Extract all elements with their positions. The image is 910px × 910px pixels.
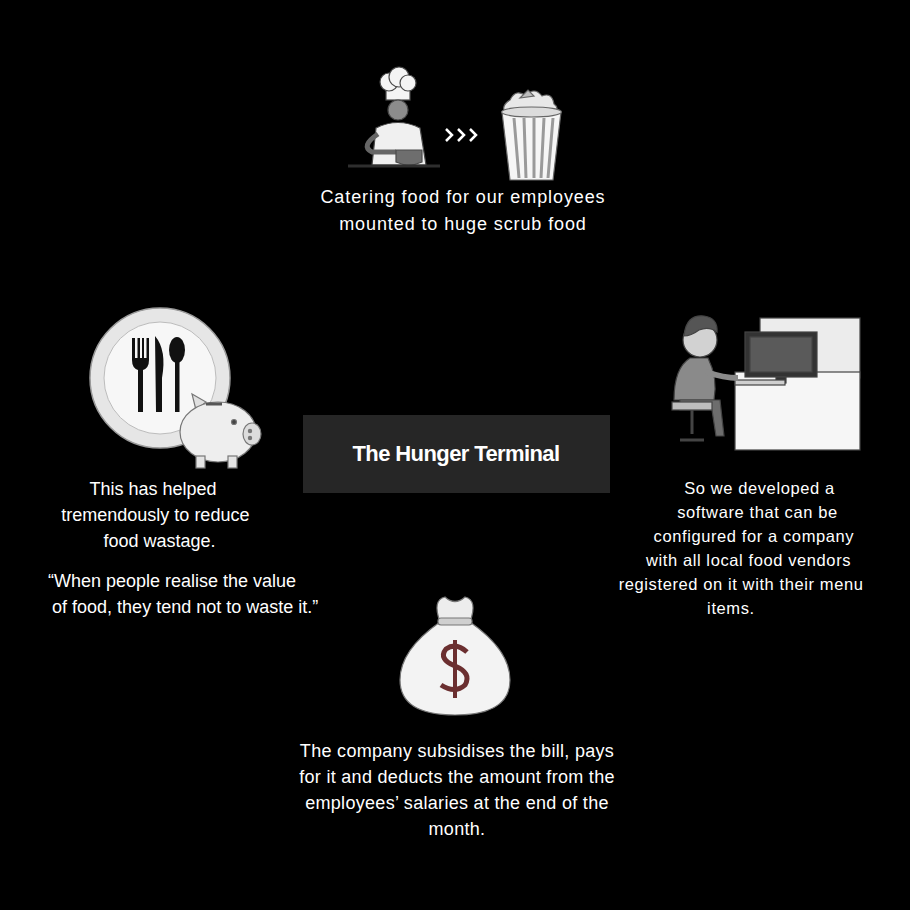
trash-bin-part — [514, 118, 553, 178]
chef-figure — [348, 67, 440, 166]
text-group: So we developed a software that can be c… — [560, 476, 865, 676]
piggy-bank — [180, 394, 261, 468]
trash-bin-part — [502, 112, 561, 180]
computer-user-part — [760, 318, 860, 378]
trash-bin-part — [504, 91, 557, 114]
step-text: This has helped tremendously to reduce f… — [45, 476, 340, 554]
plate-cutlery — [90, 308, 230, 448]
chef-figure-part — [348, 165, 440, 168]
piggy-bank-part — [243, 423, 261, 445]
computer-user-part — [683, 323, 717, 357]
chef-figure-part — [400, 75, 416, 91]
trash-bin — [502, 90, 562, 180]
piggy-bank-part — [228, 456, 237, 468]
computer-user-part — [672, 402, 712, 410]
computer-user-part — [680, 400, 724, 436]
plate-cutlery-part — [175, 360, 180, 412]
plate-cutlery-part — [90, 308, 230, 448]
chef-figure-part — [380, 73, 398, 91]
computer-user-part — [750, 337, 812, 372]
trash-bin-part — [502, 107, 562, 117]
money-bag-part — [437, 597, 473, 622]
plate-cutlery-part — [169, 337, 185, 363]
money-bag-part — [453, 640, 457, 698]
piggy-bank-part — [206, 403, 222, 406]
piggy-bank-part — [192, 394, 206, 410]
computer-user-part — [745, 332, 817, 377]
computer-user-part — [776, 377, 786, 383]
trash-bin-part — [520, 90, 534, 98]
title-box: The Hunger Terminal — [303, 415, 610, 493]
chevron-arrows — [446, 129, 476, 141]
chef-figure-part — [388, 100, 408, 120]
computer-user-part — [684, 316, 717, 336]
plate-cutlery-part — [132, 338, 149, 412]
money-bag — [400, 597, 510, 715]
chef-figure-part — [367, 134, 396, 152]
computer-user-part — [674, 358, 715, 400]
plate-cutlery-part — [104, 322, 216, 434]
money-bag-part — [438, 618, 472, 625]
computer-user-part — [735, 372, 860, 450]
chef-figure-part — [372, 123, 426, 166]
computer-user-part — [735, 380, 785, 385]
plate-cutlery-part — [155, 336, 163, 412]
chevron-arrows-part — [446, 129, 452, 141]
step-text: Catering food for our employees mounted … — [283, 184, 643, 238]
text-group: The company subsidises the bill, pays fo… — [292, 738, 622, 842]
title-text: The Hunger Terminal — [353, 441, 560, 467]
step-text: The company subsidises the bill, pays fo… — [292, 738, 622, 842]
quote-text: “When people realise the value of food, … — [45, 568, 340, 620]
piggy-bank-part — [248, 429, 251, 432]
computer-user-part — [680, 410, 704, 440]
chevron-arrows-part — [458, 129, 464, 141]
ring-group — [23, 23, 887, 887]
text-group: This has helped tremendously to reduce f… — [45, 476, 340, 646]
text-group: Catering food for our employees mounted … — [283, 184, 643, 238]
wrap-spacer — [230, 476, 340, 646]
chef-figure-part — [396, 150, 422, 165]
piggy-bank-part — [248, 436, 251, 439]
piggy-bank-part — [232, 420, 237, 425]
money-bag-part — [400, 622, 510, 715]
chef-figure-part — [389, 67, 409, 87]
money-bag-part — [441, 646, 467, 689]
piggy-bank-part — [180, 402, 256, 462]
computer-user-part — [706, 372, 738, 378]
computer-user — [672, 316, 860, 450]
chef-figure-part — [386, 86, 410, 100]
chevron-arrows-part — [470, 129, 476, 141]
piggy-bank-part — [196, 456, 205, 468]
step-text: So we developed a software that can be c… — [560, 476, 865, 620]
ring-band — [23, 23, 887, 887]
